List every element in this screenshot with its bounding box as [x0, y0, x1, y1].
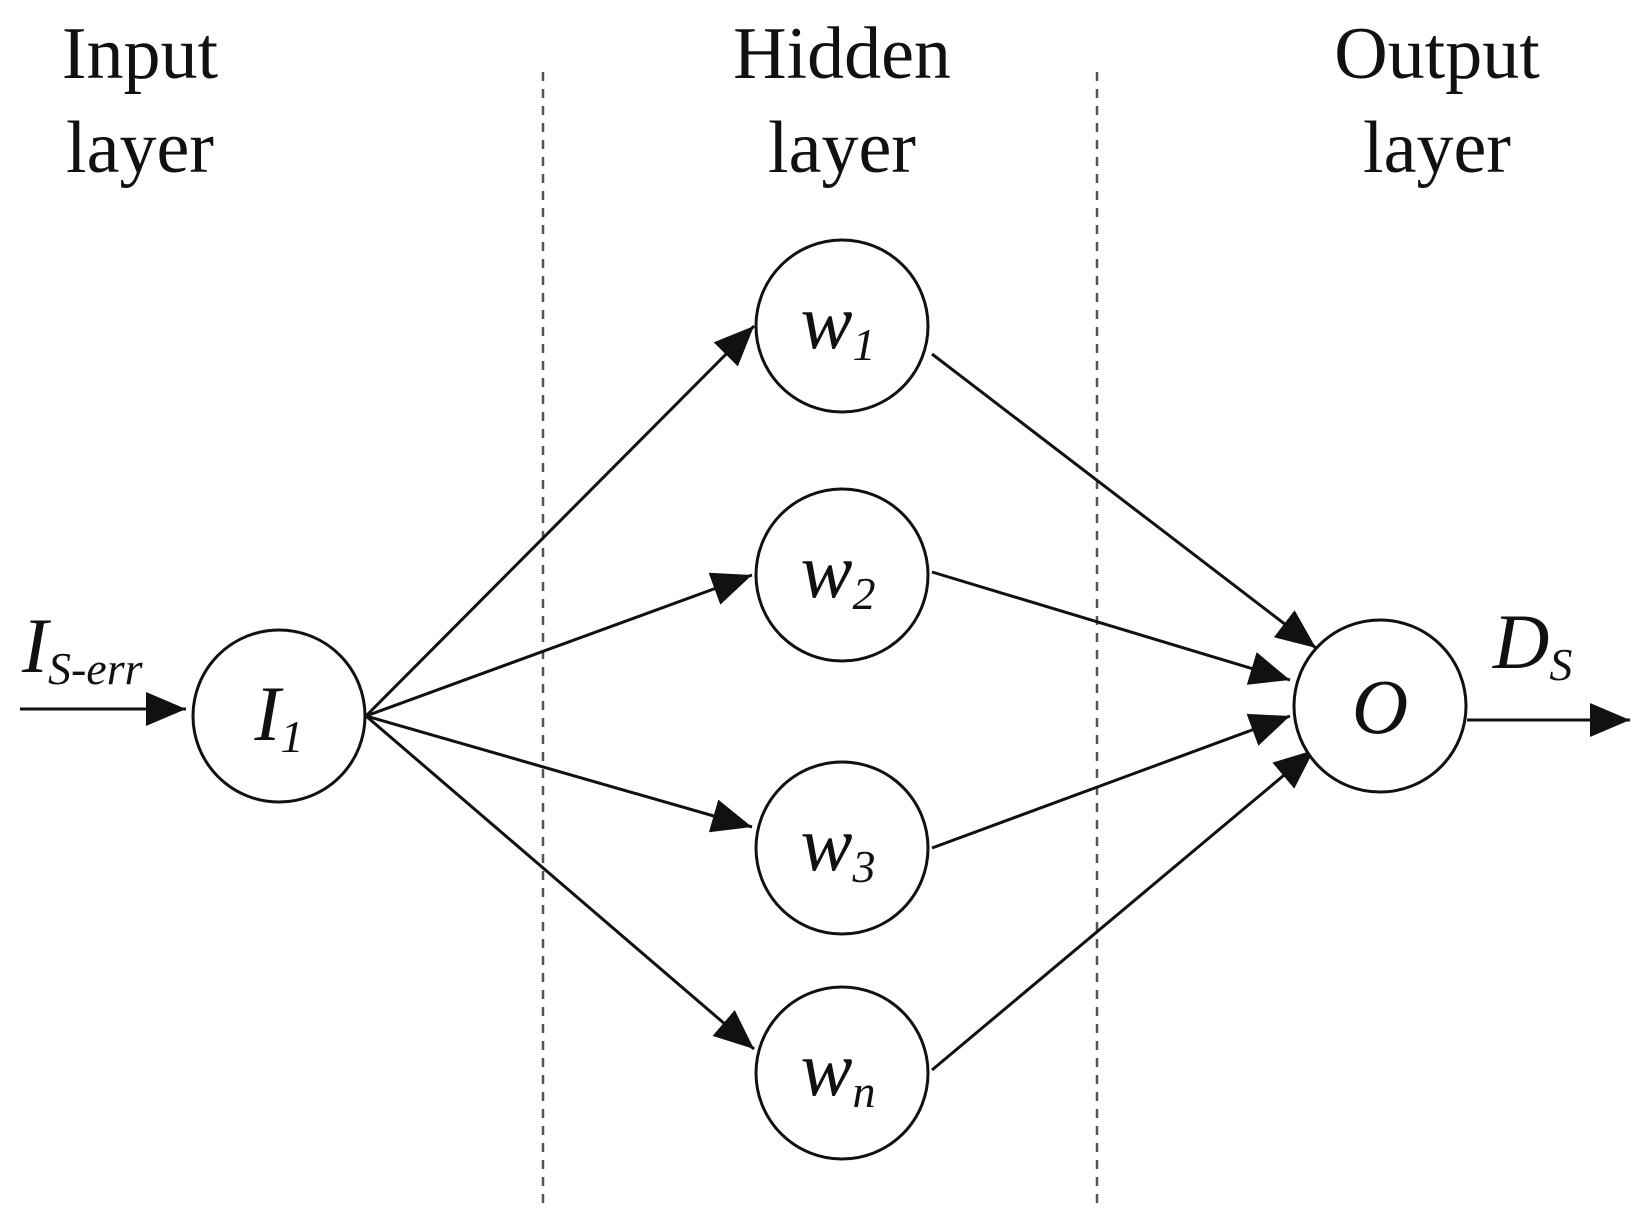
output-signal-label: DS — [1492, 598, 1572, 690]
edge-w2-to-output — [931, 570, 1291, 685]
hidden-node-wn: wn — [754, 985, 930, 1161]
input-signal-label: IS-err — [21, 602, 144, 694]
input-node: I1 — [191, 628, 367, 804]
edge-input-to-w3 — [365, 714, 753, 833]
hidden-node-w2: w2 — [754, 487, 930, 663]
output-node: O — [1292, 618, 1468, 794]
svg-text:w2: w2 — [800, 527, 875, 619]
output-layer-header-line2: layer — [1363, 107, 1511, 189]
svg-text:O: O — [1352, 663, 1408, 750]
hidden-layer-header-line2: layer — [768, 107, 916, 189]
output-layer-header-line1: Output — [1334, 13, 1540, 95]
edge-input-to-w1 — [364, 324, 756, 718]
edge-w1-to-output — [931, 352, 1317, 650]
edge-input-to-w2 — [365, 572, 753, 718]
hidden-layer-header-line1: Hidden — [733, 13, 951, 95]
edge-wn-to-output — [931, 748, 1315, 1072]
edge-input-to-wn — [365, 714, 755, 1051]
input-layer-header-line2: layer — [66, 107, 214, 189]
svg-text:w3: w3 — [800, 800, 875, 892]
svg-text:wn: wn — [800, 1025, 875, 1117]
edge-w3-to-output — [931, 713, 1291, 850]
hidden-node-w1: w1 — [754, 238, 930, 414]
svg-text:w1: w1 — [800, 278, 875, 370]
input-layer-header-line1: Input — [62, 13, 219, 95]
svg-text:I1: I1 — [254, 670, 304, 762]
hidden-node-w3: w3 — [754, 760, 930, 936]
